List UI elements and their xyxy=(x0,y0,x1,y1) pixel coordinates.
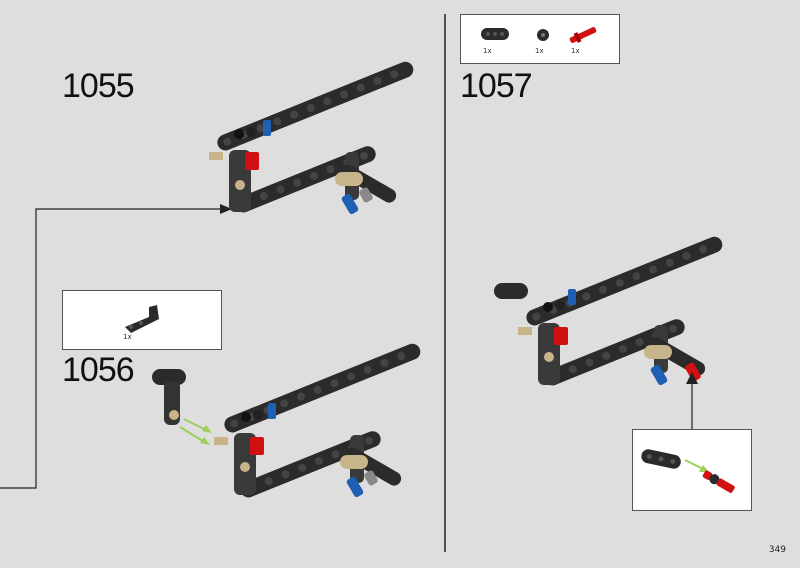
bush-icon xyxy=(537,29,549,41)
model-assembly-1055 xyxy=(209,61,414,215)
sub-assembly-illustration xyxy=(641,449,735,493)
step-number-1057: 1057 xyxy=(460,67,533,105)
step-number-1056: 1056 xyxy=(62,351,135,389)
part-quantity: 1x xyxy=(123,333,132,341)
part-quantity: 1x xyxy=(483,47,492,55)
callout-connector xyxy=(0,208,220,489)
short-beam-icon xyxy=(481,28,509,40)
page-number: 349 xyxy=(768,545,786,555)
red-axle-pin-icon xyxy=(569,27,597,43)
model-assembly-1056 xyxy=(152,343,421,498)
parts-list-1057: 1x 1x 1x xyxy=(460,14,620,64)
part-quantity: 1x xyxy=(571,47,580,55)
bent-beam-icon xyxy=(125,305,159,333)
model-assembly-1057 xyxy=(494,236,723,386)
sub-assembly-callout xyxy=(632,429,752,511)
callout-arrow xyxy=(686,372,698,430)
part-quantity: 1x xyxy=(535,47,544,55)
parts-list-1056: 1x xyxy=(62,290,222,350)
step-number-1055: 1055 xyxy=(62,67,135,105)
